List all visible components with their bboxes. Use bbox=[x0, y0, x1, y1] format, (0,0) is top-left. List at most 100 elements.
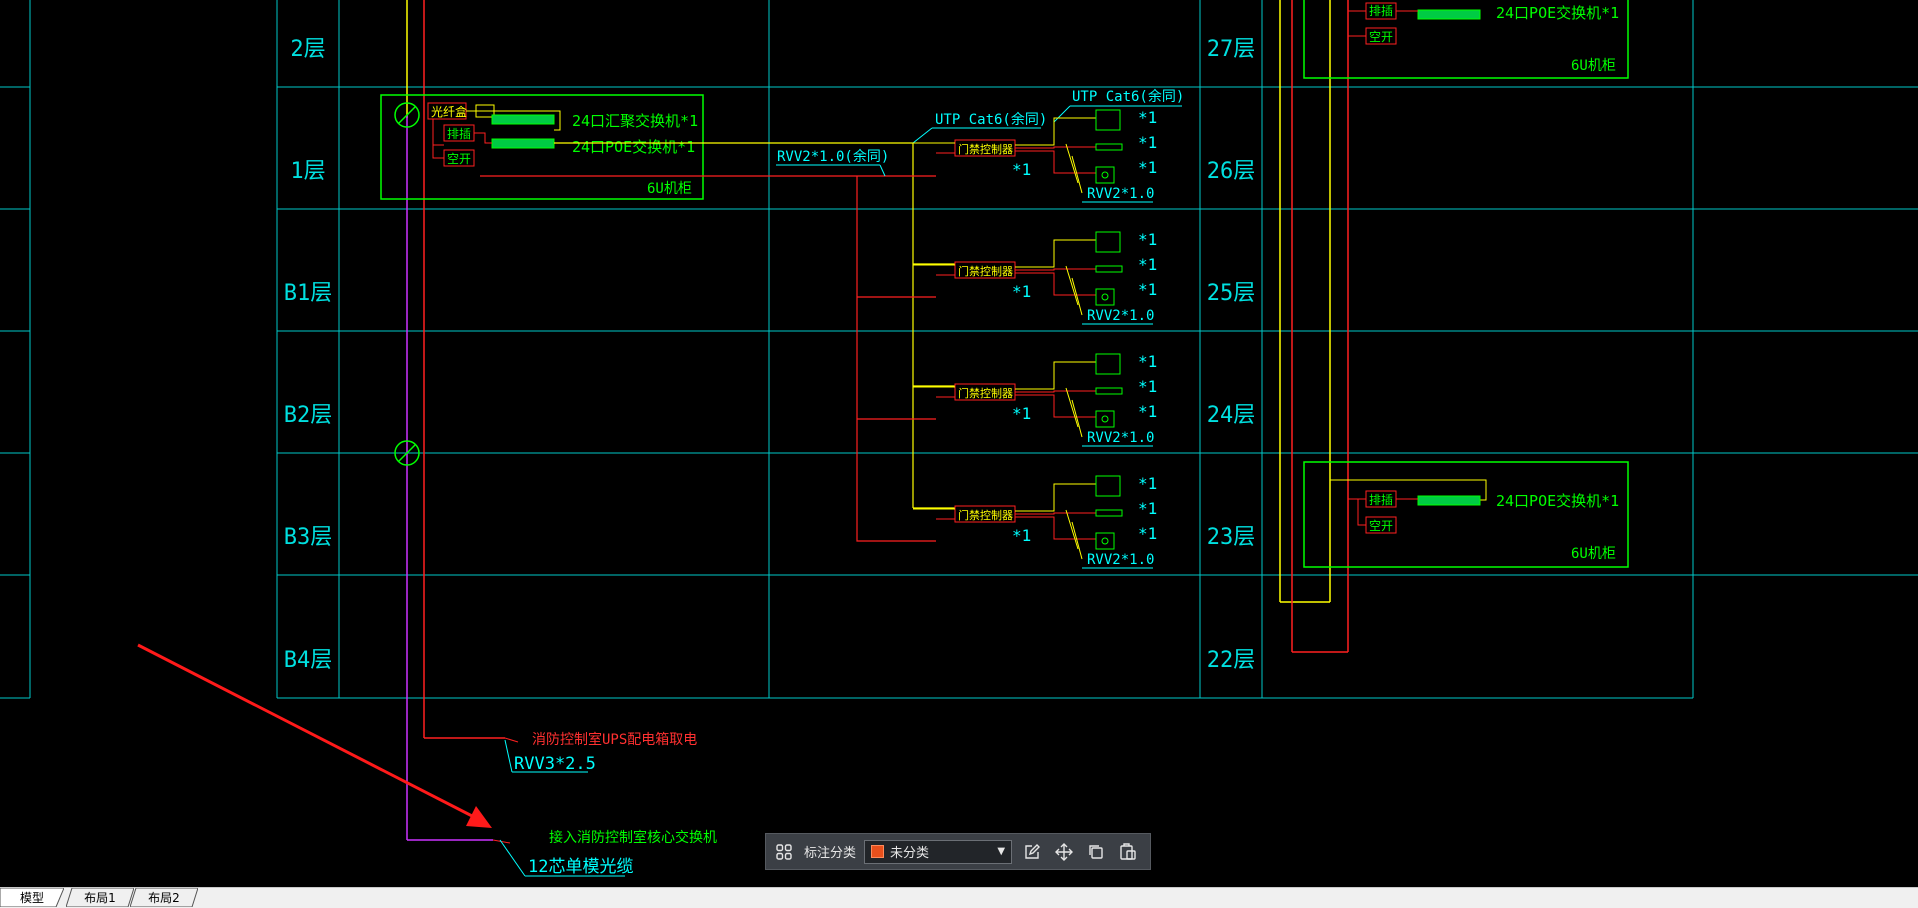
rvv-main-label: RVV2*1.0(余同) bbox=[777, 148, 889, 165]
annotation-toolbar: 标注分类 未分类 ▼ bbox=[765, 833, 1151, 870]
floor-label-22: 22层 bbox=[1207, 648, 1256, 673]
count-label: *1 bbox=[1138, 352, 1157, 371]
rack-27f: 排插 空开 24口POE交换机*1 6U机柜 bbox=[1303, 0, 1629, 79]
access-controller-label: 门禁控制器 bbox=[958, 264, 1013, 278]
floor-grid bbox=[0, 0, 1918, 699]
tab-layout1-label: 布局1 bbox=[84, 891, 116, 905]
floor-label-23: 23层 bbox=[1207, 525, 1256, 550]
count-label: *1 bbox=[1138, 255, 1157, 274]
rack-23f-size: 6U机柜 bbox=[1571, 546, 1616, 562]
chevron-down-icon: ▼ bbox=[997, 846, 1006, 857]
paste-icon[interactable] bbox=[1116, 840, 1140, 864]
rvv-small-label: RVV2*1.0 bbox=[1087, 430, 1154, 446]
edit-icon[interactable] bbox=[1020, 840, 1044, 864]
door-lock-icon bbox=[1095, 387, 1123, 395]
exit-button-icon bbox=[1095, 532, 1115, 550]
core-cable-label: 12芯单模光缆 bbox=[528, 857, 633, 877]
count-label: *1 bbox=[1138, 230, 1157, 249]
bottom-notes: 消防控制室UPS配电箱取电 RVV3*2.5 接入消防控制室核心交换机 12芯单… bbox=[492, 731, 717, 877]
fiber-box-label: 光纤盒 bbox=[431, 104, 467, 119]
access-controller-label: 门禁控制器 bbox=[958, 142, 1013, 156]
power-strip-label-23f: 排插 bbox=[1369, 493, 1393, 507]
card-reader-icon bbox=[1095, 475, 1121, 497]
rvv-small-label: RVV2*1.0 bbox=[1087, 552, 1154, 568]
access-controller-label: 门禁控制器 bbox=[958, 508, 1013, 522]
count-label: *1 bbox=[1138, 499, 1157, 518]
floor-label-2: 2层 bbox=[290, 37, 325, 62]
count-label: *1 bbox=[1138, 158, 1157, 177]
floor-label-1: 1层 bbox=[290, 159, 325, 184]
count-label: *1 bbox=[1138, 524, 1157, 543]
floor-label-24: 24层 bbox=[1207, 403, 1256, 428]
trunk-lines bbox=[480, 142, 955, 542]
door-lock-icon bbox=[1095, 265, 1123, 273]
rvv-small-label: RVV2*1.0 bbox=[1087, 186, 1154, 202]
annotation-arrow bbox=[137, 643, 492, 828]
count-label: *1 bbox=[1012, 526, 1031, 545]
count-label: *1 bbox=[1138, 377, 1157, 396]
rack-1f-size: 6U机柜 bbox=[647, 181, 692, 197]
category-color-swatch bbox=[871, 845, 885, 858]
grid-menu-icon[interactable] bbox=[772, 840, 796, 864]
breaker-label-27f: 空开 bbox=[1369, 30, 1393, 44]
breaker-label: 空开 bbox=[447, 152, 471, 166]
card-reader-icon bbox=[1095, 353, 1121, 375]
rack-27f-size: 6U机柜 bbox=[1571, 58, 1616, 74]
riser-right bbox=[1279, 0, 1349, 653]
count-label: *1 bbox=[1138, 133, 1157, 152]
agg-switch-label: 24口汇聚交换机*1 bbox=[572, 112, 698, 130]
tab-layout2-label: 布局2 bbox=[148, 891, 180, 905]
category-select[interactable]: 未分类 ▼ bbox=[864, 839, 1013, 864]
count-label: *1 bbox=[1138, 280, 1157, 299]
breaker-label-23f: 空开 bbox=[1369, 519, 1393, 533]
floor-label-b3: B3层 bbox=[284, 525, 333, 550]
floor-label-27: 27层 bbox=[1207, 37, 1256, 62]
poe-switch-label-27f: 24口POE交换机*1 bbox=[1496, 4, 1619, 22]
move-icon[interactable] bbox=[1052, 840, 1076, 864]
tab-layout2[interactable]: 布局2 bbox=[130, 888, 198, 907]
door-controller-blocks: 门禁控制器*1*1*1*1RVV2*1.0门禁控制器*1*1*1*1RVV2*1… bbox=[913, 108, 1157, 569]
poe-switch-label: 24口POE交换机*1 bbox=[572, 138, 695, 156]
count-label: *1 bbox=[1138, 108, 1157, 127]
card-reader-icon bbox=[1095, 231, 1121, 253]
utp-main-label: UTP Cat6(余同) bbox=[935, 111, 1047, 128]
ups-cable-label: RVV3*2.5 bbox=[514, 754, 596, 774]
exit-button-icon bbox=[1095, 166, 1115, 184]
tab-layout1[interactable]: 布局1 bbox=[66, 888, 134, 907]
power-strip-label-27f: 排插 bbox=[1369, 4, 1393, 18]
count-label: *1 bbox=[1012, 282, 1031, 301]
floor-label-25: 25层 bbox=[1207, 281, 1256, 306]
rvv-small-label: RVV2*1.0 bbox=[1087, 308, 1154, 324]
tab-model-label: 模型 bbox=[19, 891, 44, 905]
card-reader-icon bbox=[1095, 109, 1121, 131]
category-selected-value: 未分类 bbox=[890, 846, 930, 861]
floor-labels: 2层 1层 B1层 B2层 B3层 B4层 27层 26层 25层 24层 23… bbox=[284, 37, 1256, 673]
core-note: 接入消防控制室核心交换机 bbox=[549, 829, 717, 846]
category-label: 标注分类 bbox=[804, 846, 857, 861]
poe-switch-label-23f: 24口POE交换机*1 bbox=[1496, 492, 1619, 510]
layout-tab-bar: 模型 布局1 布局2 bbox=[0, 887, 1918, 908]
rack-1f: 光纤盒 排插 空开 24口汇聚交换机*1 24口POE交换机*1 6U机柜 bbox=[380, 94, 704, 200]
floor-label-b1: B1层 bbox=[284, 281, 333, 306]
rack-23f: 排插 空开 24口POE交换机*1 6U机柜 bbox=[1303, 461, 1629, 568]
door-lock-icon bbox=[1095, 143, 1123, 151]
count-label: *1 bbox=[1012, 404, 1031, 423]
count-label: *1 bbox=[1138, 402, 1157, 421]
ups-note: 消防控制室UPS配电箱取电 bbox=[532, 731, 697, 748]
exit-button-icon bbox=[1095, 410, 1115, 428]
door-lock-icon bbox=[1095, 509, 1123, 517]
count-label: *1 bbox=[1012, 160, 1031, 179]
floor-label-b4: B4层 bbox=[284, 648, 333, 673]
floor-label-b2: B2层 bbox=[284, 403, 333, 428]
exit-button-icon bbox=[1095, 288, 1115, 306]
count-label: *1 bbox=[1138, 474, 1157, 493]
utp-top-label: UTP Cat6(余同) bbox=[1072, 88, 1184, 105]
tab-model[interactable]: 模型 bbox=[0, 888, 64, 907]
floor-label-26: 26层 bbox=[1207, 159, 1256, 184]
copy-icon[interactable] bbox=[1084, 840, 1108, 864]
